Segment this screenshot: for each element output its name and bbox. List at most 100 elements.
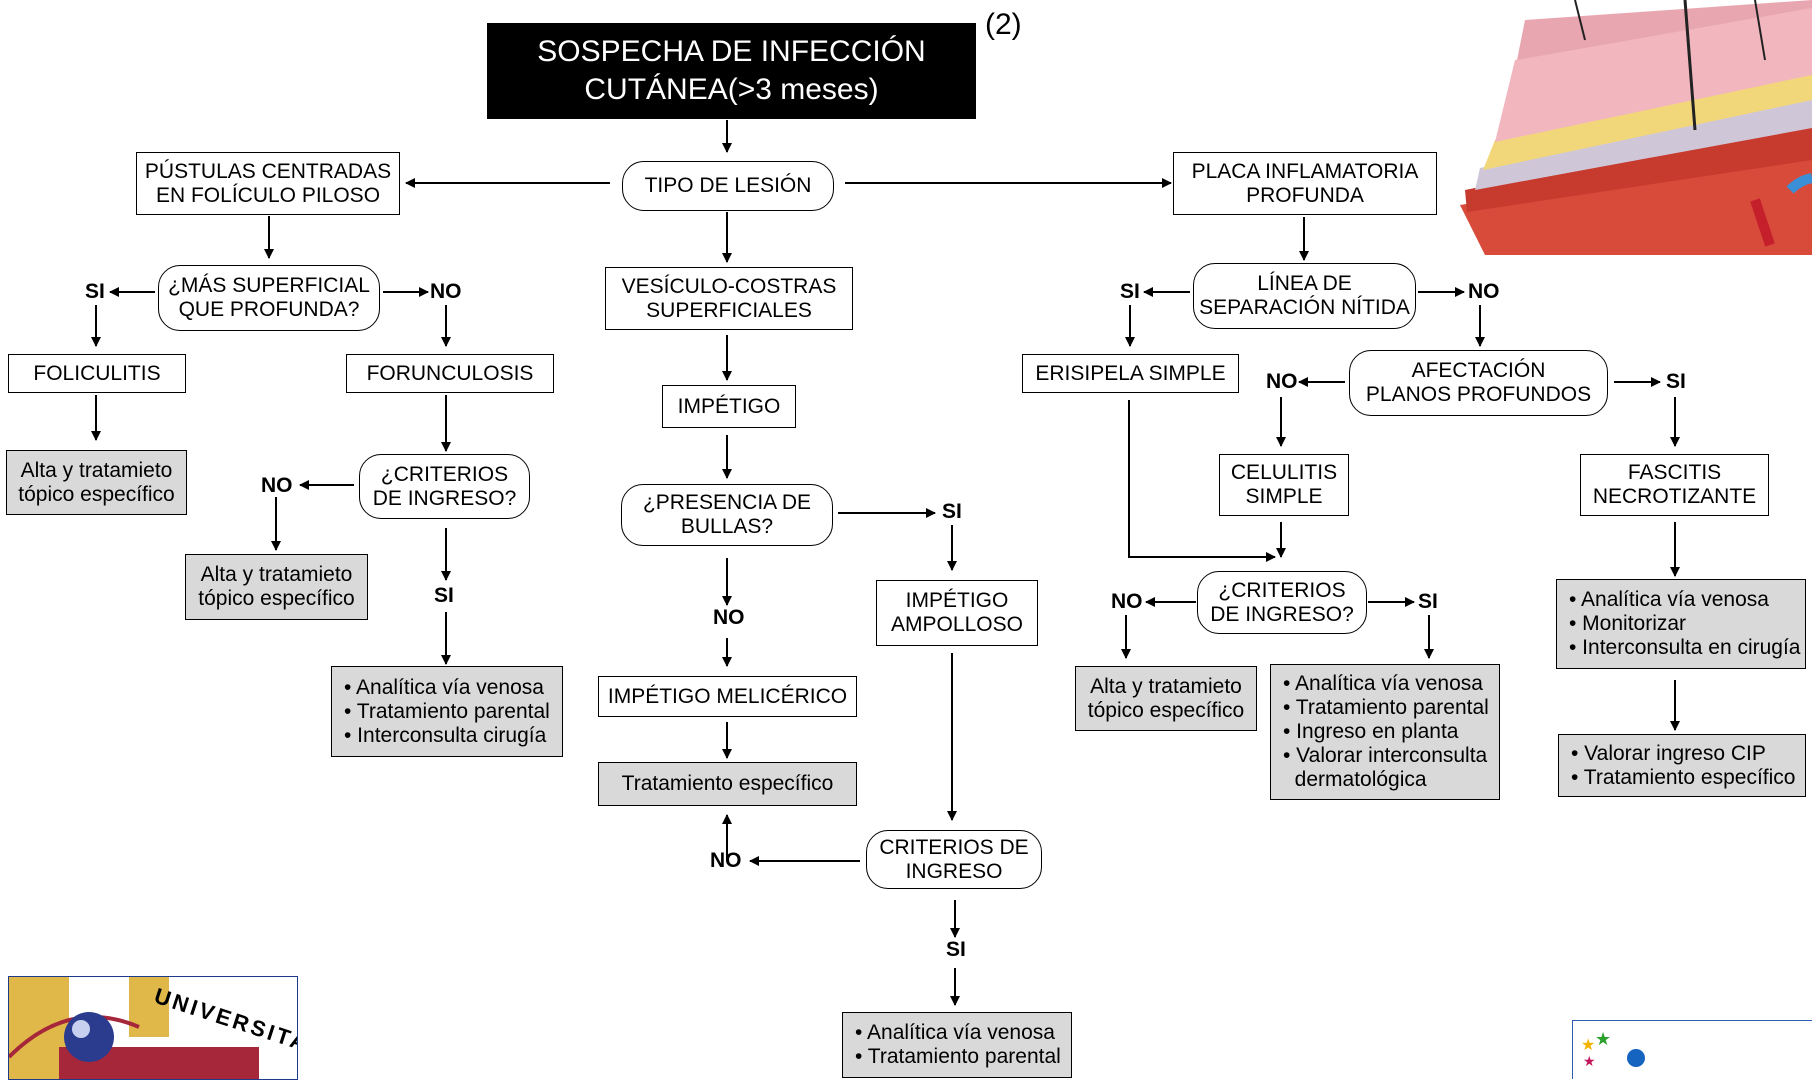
mas-superficial-line-2: QUE PROFUNDA? [178, 298, 360, 321]
criterios-ingreso-2-line-1: ¿CRITERIOS [1218, 578, 1346, 602]
ampolloso-actions-node: • Analítica vía venosa • Tratamiento par… [842, 1012, 1072, 1078]
linea-separacion-line-2: SEPARACIÓN NÍTIDA [1199, 296, 1410, 319]
celulitis-action-item: • Ingreso en planta [1283, 720, 1459, 743]
label-si: SI [434, 584, 454, 607]
placa-line-2: PROFUNDA [1246, 183, 1364, 207]
celulitis-action-item: • Tratamiento parental [1283, 696, 1489, 719]
presencia-bullas-line-2: BULLAS? [680, 515, 774, 538]
placa-node: PLACA INFLAMATORIA PROFUNDA [1173, 152, 1437, 215]
celulitis-action-item: • Valorar interconsulta [1283, 744, 1488, 767]
label-no: NO [713, 606, 745, 629]
label-no: NO [430, 280, 462, 303]
celulitis-action-item: dermatológica [1283, 768, 1427, 791]
criterios-ingreso-2-line-2: DE INGRESO? [1210, 602, 1354, 626]
fascitis-action-item: • Monitorizar [1569, 612, 1687, 635]
university-logo-graphic [9, 977, 259, 1079]
alta-topico-1-line-1: Alta y tratamieto [20, 458, 173, 482]
fascitis-actions-node: • Analítica vía venosa • Monitorizar • I… [1556, 579, 1806, 669]
alta-topico-2-node: Alta y tratamieto tópico específico [185, 554, 368, 620]
afectacion-line-2: PLANOS PROFUNDOS [1365, 383, 1592, 406]
criterios-ingreso-2-node: ¿CRITERIOS DE INGRESO? [1197, 571, 1367, 634]
ampolloso-action-item: • Tratamiento parental [855, 1045, 1061, 1068]
forunc-action-item: • Interconsulta cirugía [344, 723, 547, 747]
impetigo-node: IMPÉTIGO [662, 385, 796, 428]
vesiculo-node: VESÍCULO-COSTRAS SUPERFICIALES [605, 267, 853, 330]
afectacion-node: AFECTACIÓN PLANOS PROFUNDOS [1349, 350, 1608, 416]
linea-separacion-line-1: LÍNEA DE [1257, 272, 1352, 295]
ampolloso-action-item: • Analítica vía venosa [855, 1021, 1055, 1044]
celulitis-line-2: SIMPLE [1245, 485, 1323, 508]
label-no: NO [1266, 370, 1298, 393]
label-si: SI [942, 500, 962, 523]
label-si: SI [946, 938, 966, 961]
label-si: SI [1418, 590, 1438, 613]
vesiculo-line-1: VESÍCULO-COSTRAS [621, 274, 837, 298]
cip-actions-node: • Valorar ingreso CIP • Tratamiento espe… [1558, 734, 1806, 797]
star-icon: ★ [1581, 1037, 1596, 1054]
celulitis-line-1: CELULITIS [1230, 461, 1338, 484]
impetigo-melicerico-node: IMPÉTIGO MELICÉRICO [598, 676, 857, 717]
linea-separacion-node: LÍNEA DE SEPARACIÓN NÍTIDA [1193, 263, 1416, 329]
impetigo-melicerico-text: IMPÉTIGO MELICÉRICO [607, 684, 848, 708]
mas-superficial-line-1: ¿MÁS SUPERFICIAL [168, 274, 370, 297]
criterios-ingreso-3-line-2: INGRESO [905, 859, 1003, 883]
alta-topico-3-line-2: tópico específico [1087, 698, 1245, 722]
star-icon: ★ [1595, 1029, 1612, 1049]
forunculosis-actions-node: • Analítica vía venosa • Tratamiento par… [331, 666, 563, 757]
forunculosis-node: FORUNCULOSIS [346, 354, 554, 393]
tipo-lesion-text: TIPO DE LESIÓN [644, 174, 812, 197]
fascitis-line-2: NECROTIZANTE [1592, 485, 1757, 508]
fascitis-action-item: • Interconsulta en cirugía [1569, 636, 1801, 659]
impetigo-ampolloso-line-2: AMPOLLOSO [891, 613, 1023, 636]
title-line-2: CUTÁNEA(>3 meses) [584, 73, 879, 106]
fascitis-node: FASCITIS NECROTIZANTE [1580, 454, 1769, 516]
forunc-action-item: • Tratamiento parental [344, 699, 550, 723]
label-no: NO [710, 849, 742, 872]
label-si: SI [1120, 280, 1140, 303]
title-note: (2) [985, 8, 1022, 41]
presencia-bullas-line-1: ¿PRESENCIA DE [642, 491, 812, 514]
alta-topico-2-line-1: Alta y tratamieto [200, 563, 353, 586]
alta-topico-1-node: Alta y tratamieto tópico específico [6, 450, 187, 515]
foliculitis-text: FOLICULITIS [33, 361, 161, 385]
placa-line-1: PLACA INFLAMATORIA [1191, 159, 1419, 183]
label-no: NO [1468, 280, 1500, 303]
pustulas-line-1: PÚSTULAS CENTRADAS [144, 159, 392, 183]
impetigo-ampolloso-node: IMPÉTIGO AMPOLLOSO [876, 580, 1038, 646]
alta-topico-1-line-2: tópico específico [18, 482, 175, 506]
label-si: SI [1666, 370, 1686, 393]
pustulas-node: PÚSTULAS CENTRADAS EN FOLÍCULO PILOSO [136, 152, 400, 215]
tratamiento-especifico-text: Tratamiento específico [621, 772, 834, 795]
label-no: NO [1111, 590, 1143, 613]
foliculitis-node: FOLICULITIS [8, 354, 186, 393]
dot-icon [1627, 1049, 1645, 1067]
label-no: NO [261, 474, 293, 497]
criterios-ingreso-3-node: CRITERIOS DE INGRESO [866, 830, 1042, 889]
celulitis-action-item: • Analítica vía venosa [1283, 672, 1483, 695]
celulitis-node: CELULITIS SIMPLE [1219, 454, 1349, 516]
cip-action-item: • Tratamiento específico [1571, 765, 1796, 789]
forunc-action-item: • Analítica vía venosa [344, 675, 544, 699]
title-box: SOSPECHA DE INFECCIÓN CUTÁNEA(>3 meses) [487, 23, 976, 119]
fascitis-action-item: • Analítica vía venosa [1569, 588, 1769, 611]
forunculosis-text: FORUNCULOSIS [366, 361, 534, 385]
impetigo-ampolloso-line-1: IMPÉTIGO [905, 589, 1009, 612]
alta-topico-2-line-2: tópico específico [198, 587, 355, 610]
criterios-ingreso-1-line-2: DE INGRESO? [372, 486, 517, 510]
criterios-ingreso-1-node: ¿CRITERIOS DE INGRESO? [359, 454, 530, 519]
presencia-bullas-node: ¿PRESENCIA DE BULLAS? [621, 484, 833, 546]
mas-superficial-node: ¿MÁS SUPERFICIAL QUE PROFUNDA? [158, 265, 380, 331]
label-si: SI [85, 280, 105, 303]
erisipela-text: ERISIPELA SIMPLE [1035, 361, 1226, 385]
cip-action-item: • Valorar ingreso CIP [1571, 741, 1766, 765]
vesiculo-line-2: SUPERFICIALES [646, 298, 812, 322]
criterios-ingreso-1-line-1: ¿CRITERIOS [380, 462, 509, 486]
alta-topico-3-node: Alta y tratamieto tópico específico [1075, 666, 1257, 731]
pustulas-line-2: EN FOLÍCULO PILOSO [155, 183, 381, 207]
erisipela-node: ERISIPELA SIMPLE [1022, 354, 1239, 393]
university-logo: UNIVERSITAS [8, 976, 298, 1080]
skin-layers-illustration [1460, 0, 1812, 255]
afectacion-line-1: AFECTACIÓN [1411, 359, 1546, 382]
tipo-lesion-node: TIPO DE LESIÓN [622, 161, 834, 211]
